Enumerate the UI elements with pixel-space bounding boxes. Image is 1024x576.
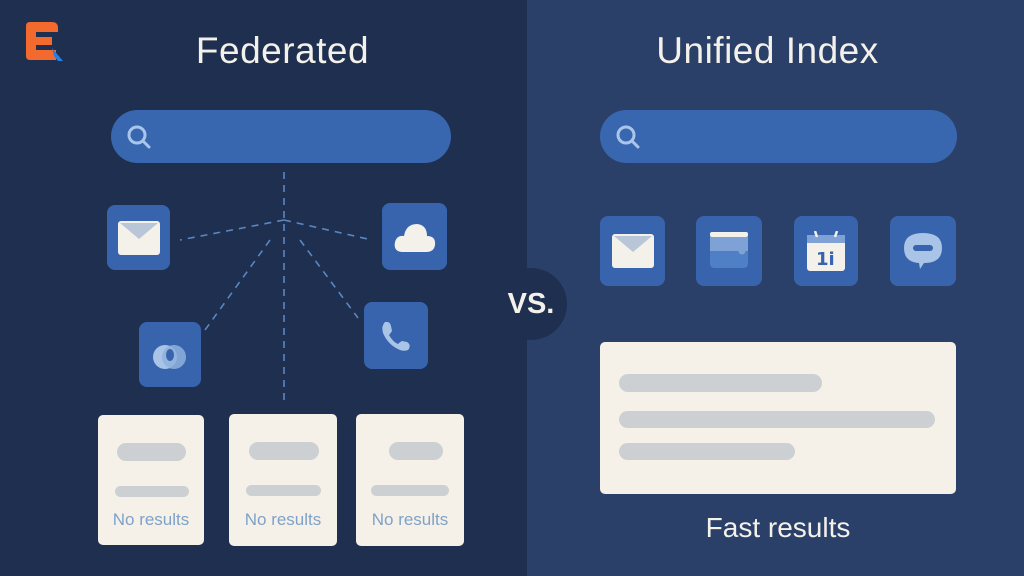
result-card: No results — [98, 415, 204, 545]
mail-icon — [117, 220, 160, 255]
federated-title: Federated — [195, 30, 370, 71]
placeholder-bar — [389, 442, 443, 460]
source-tile-mail[interactable] — [107, 205, 170, 270]
chat-icon — [904, 233, 942, 269]
source-tile-phone[interactable] — [364, 302, 428, 369]
mail-icon — [611, 234, 654, 268]
calendar-icon: 1i — [807, 231, 845, 271]
wallet-icon — [710, 232, 748, 268]
placeholder-bar — [619, 411, 935, 428]
placeholder-bar — [619, 374, 822, 392]
search-icon — [616, 125, 640, 149]
placeholder-bar — [117, 443, 186, 461]
placeholder-bar — [246, 485, 321, 496]
federated-search-bar[interactable] — [111, 110, 451, 163]
search-icon — [127, 125, 151, 149]
phone-icon — [382, 321, 410, 351]
vs-badge: VS. — [495, 268, 567, 340]
unified-result-card — [600, 342, 956, 494]
no-results-label: No results — [112, 510, 190, 529]
placeholder-bar — [619, 443, 795, 460]
source-tile-calendar[interactable]: 1i — [794, 216, 858, 286]
placeholder-bar — [115, 486, 189, 497]
placeholder-bar — [249, 442, 319, 460]
no-results-label: No results — [371, 510, 449, 529]
result-card: No results — [229, 414, 337, 546]
source-tile-collab[interactable] — [139, 322, 201, 387]
source-tile-wallet[interactable] — [696, 216, 762, 286]
placeholder-bar — [371, 485, 449, 496]
brand-logo-icon — [26, 22, 63, 61]
cloud-icon — [394, 223, 435, 252]
unified-index-title: Unified Index — [656, 30, 879, 71]
no-results-label: No results — [244, 510, 322, 529]
unified-search-bar[interactable] — [600, 110, 957, 163]
calendar-icon-text: 1i — [816, 249, 835, 270]
chat-bubbles-icon — [153, 344, 186, 369]
federation-connector-lines — [179, 172, 373, 405]
fast-results-caption: Fast results — [705, 512, 851, 543]
source-tile-cloud[interactable] — [382, 203, 447, 270]
result-card: No results — [356, 414, 464, 546]
source-tile-mail[interactable] — [600, 216, 665, 286]
source-tile-chat[interactable] — [890, 216, 956, 286]
